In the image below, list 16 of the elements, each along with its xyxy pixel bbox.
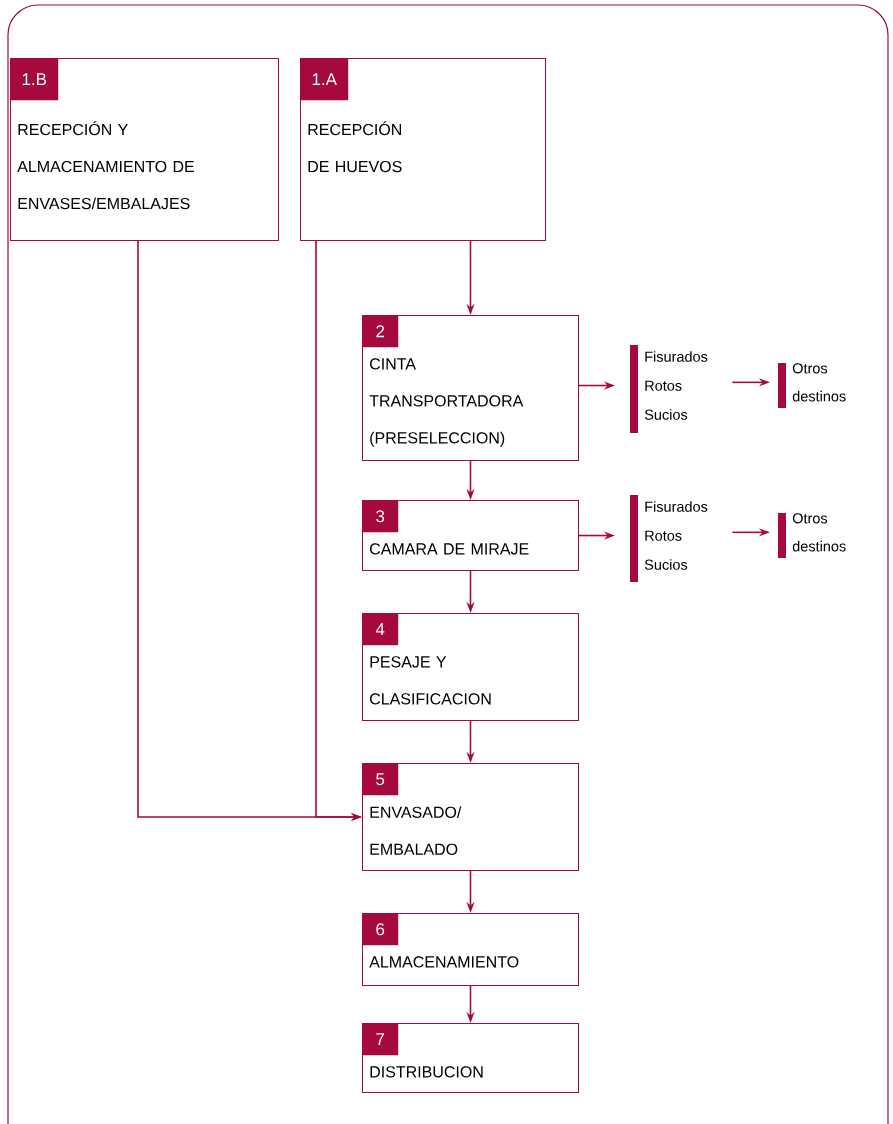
step-number: 2 (362, 315, 399, 348)
step-number: 5 (362, 763, 399, 796)
reject-list: Fisurados Rotos Sucios (630, 345, 708, 433)
node-label: Fisurados Rotos Sucios (644, 351, 708, 420)
node-label: Otros destinos (792, 363, 846, 402)
step-number: 4 (362, 613, 399, 646)
step-number: 1.B (10, 58, 59, 101)
reject-list: Fisurados Rotos Sucios (630, 495, 708, 582)
step-number: 1.A (300, 58, 349, 101)
reject-list: Otros destinos (778, 363, 846, 408)
step-number: 6 (362, 913, 399, 946)
step-number: 7 (362, 1023, 399, 1056)
node-label: Otros destinos (792, 513, 846, 552)
reject-list: Otros destinos (778, 513, 846, 558)
step-number: 3 (362, 500, 399, 533)
node-label: Fisurados Rotos Sucios (644, 501, 708, 570)
